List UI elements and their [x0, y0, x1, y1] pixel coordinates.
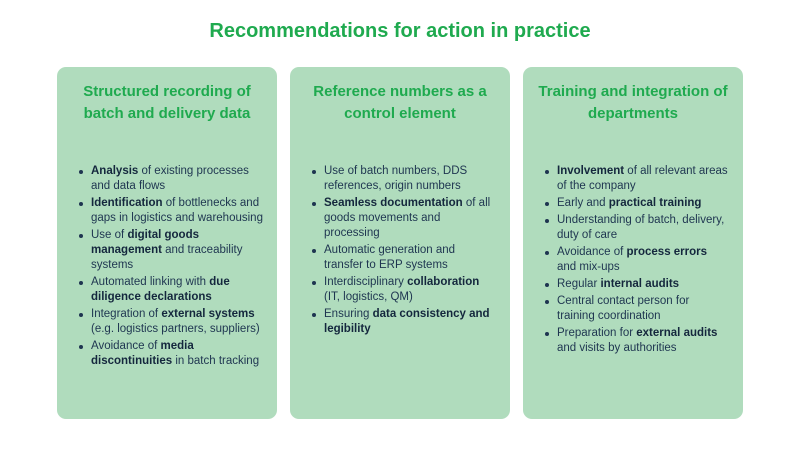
- item-text: Regular: [557, 278, 601, 290]
- bold-text: process errors: [626, 246, 708, 258]
- card-title: Training and integration of departments: [538, 83, 728, 122]
- item-text: Automatic generation and transfer to ERP…: [324, 244, 456, 271]
- list-item: Early and practical training: [545, 196, 729, 211]
- list-item: Analysis of existing processes and data …: [79, 164, 263, 194]
- bold-text: external audits: [636, 327, 718, 339]
- bold-text: Involvement: [557, 165, 625, 177]
- item-text: and traceability systems: [91, 244, 243, 271]
- item-text: of bottlenecks and gaps in logistics and…: [91, 197, 263, 224]
- item-text: (IT, logistics, QM): [324, 291, 413, 303]
- card-title: Structured recording of batch and delive…: [83, 83, 251, 122]
- item-text: Automated linking with: [91, 276, 210, 288]
- card-training-integration: Training and integration of departments …: [523, 67, 743, 419]
- bold-text: Seamless documentation: [324, 197, 463, 209]
- list-item: Involvement of all relevant areas of the…: [545, 164, 729, 194]
- item-text: Interdisciplinary: [324, 276, 408, 288]
- item-text: of existing processes and data flows: [91, 165, 249, 192]
- list-item: Avoidance of process errors and mix-ups: [545, 245, 729, 275]
- item-text: and visits by authorities: [557, 342, 677, 354]
- bold-text: Identification: [91, 197, 163, 209]
- item-text: of all relevant areas of the company: [557, 165, 728, 192]
- bold-text: external systems: [161, 308, 255, 320]
- item-text: Preparation for: [557, 327, 637, 339]
- list-item: Interdisciplinary collaboration (IT, log…: [312, 275, 496, 305]
- list-item: Central contact person for training coor…: [545, 294, 729, 324]
- item-text: Understanding of batch, delivery, duty o…: [557, 214, 725, 241]
- list-item: Avoidance of media discontinuities in ba…: [79, 339, 263, 369]
- list-item: Identification of bottlenecks and gaps i…: [79, 196, 263, 226]
- list-item: Regular internal audits: [545, 277, 729, 292]
- item-text: Integration of: [91, 308, 162, 320]
- page-title: Recommendations for action in practice: [209, 20, 591, 42]
- list-item: Automated linking with due diligence dec…: [79, 275, 263, 305]
- list-item: Use of digital goods management and trac…: [79, 228, 263, 273]
- item-text: of all goods movements and processing: [324, 197, 491, 239]
- list-item: Automatic generation and transfer to ERP…: [312, 243, 496, 273]
- item-text: Early and: [557, 197, 609, 209]
- item-text: (e.g. logistics partners, suppliers): [91, 323, 260, 335]
- item-text: Use of batch numbers, DDS references, or…: [324, 165, 468, 192]
- bold-text: Analysis: [91, 165, 139, 177]
- bold-text: practical training: [608, 197, 702, 209]
- bold-text: collaboration: [407, 276, 480, 288]
- item-text: Ensuring: [324, 308, 373, 320]
- card-title: Reference numbers as a control element: [313, 83, 487, 122]
- list-item: Use of batch numbers, DDS references, or…: [312, 164, 496, 194]
- list-item: Ensuring data consistency and legibility: [312, 307, 496, 337]
- bullet-list: Use of batch numbers, DDS references, or…: [312, 164, 496, 337]
- bold-text: internal audits: [600, 278, 680, 290]
- list-item: Seamless documentation of all goods move…: [312, 196, 496, 241]
- bold-text: media discontinuities: [91, 340, 194, 367]
- item-text: Avoidance of: [557, 246, 627, 258]
- card-reference-numbers: Reference numbers as a control element U…: [290, 67, 510, 419]
- list-item: Integration of external systems (e.g. lo…: [79, 307, 263, 337]
- item-text: Use of: [91, 229, 128, 241]
- item-text: in batch tracking: [172, 355, 260, 367]
- bold-text: due diligence declarations: [91, 276, 230, 303]
- bullet-list: Analysis of existing processes and data …: [79, 164, 263, 369]
- item-text: and mix-ups: [557, 261, 620, 273]
- bullet-list: Involvement of all relevant areas of the…: [545, 164, 729, 356]
- bold-text: digital goods management: [91, 229, 199, 256]
- item-text: Avoidance of: [91, 340, 161, 352]
- list-item: Understanding of batch, delivery, duty o…: [545, 213, 729, 243]
- item-text: Central contact person for training coor…: [557, 295, 690, 322]
- bold-text: data consistency and legibility: [324, 308, 490, 335]
- list-item: Preparation for external audits and visi…: [545, 326, 729, 356]
- card-structured-recording: Structured recording of batch and delive…: [57, 67, 277, 419]
